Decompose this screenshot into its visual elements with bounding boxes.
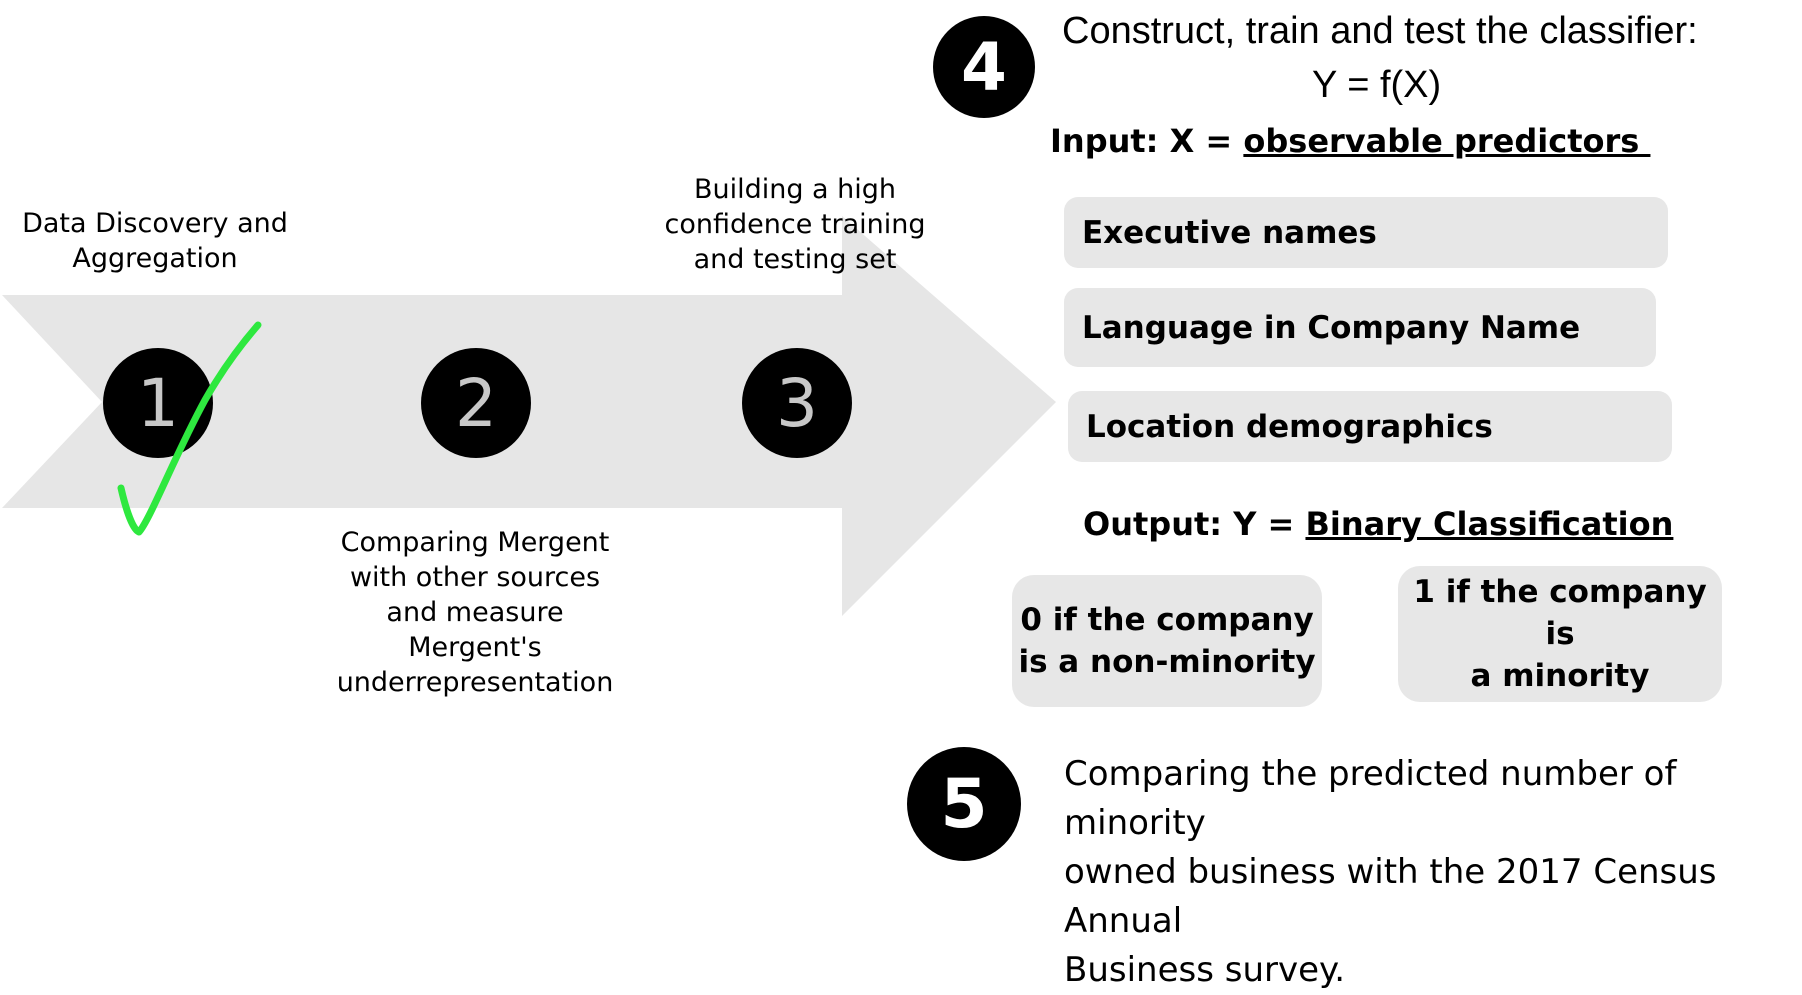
- predictor-executive-names: Executive names: [1064, 197, 1668, 268]
- class-non-minority: 0 if the company is a non-minority: [1012, 575, 1322, 707]
- checkmark-icon: [117, 321, 262, 536]
- step-2-label: Comparing Mergent with other sources and…: [336, 527, 614, 698]
- output-line: Output: Y = Binary Classification: [1083, 505, 1674, 543]
- class-minority: 1 if the company is a minority: [1398, 566, 1722, 702]
- step-4-title: Construct, train and test the classifier…: [1062, 10, 1698, 52]
- step-4-formula: Y = f(X): [1312, 64, 1442, 106]
- step-5-circle: 5: [907, 747, 1021, 861]
- step-5-text: Comparing the predicted number of minori…: [1064, 754, 1717, 990]
- step-1-circle: 1: [103, 348, 213, 458]
- step-4-circle: 4: [933, 16, 1035, 118]
- predictor-language-company-name: Language in Company Name: [1064, 288, 1656, 367]
- step-3-label: Building a high confidence training and …: [664, 174, 926, 275]
- step-1-label: Data Discovery and Aggregation: [22, 208, 288, 274]
- step-3-circle: 3: [742, 348, 852, 458]
- step-2-circle: 2: [421, 348, 531, 458]
- input-line: Input: X = observable predictors: [1050, 122, 1651, 160]
- predictor-location-demographics: Location demographics: [1068, 391, 1672, 462]
